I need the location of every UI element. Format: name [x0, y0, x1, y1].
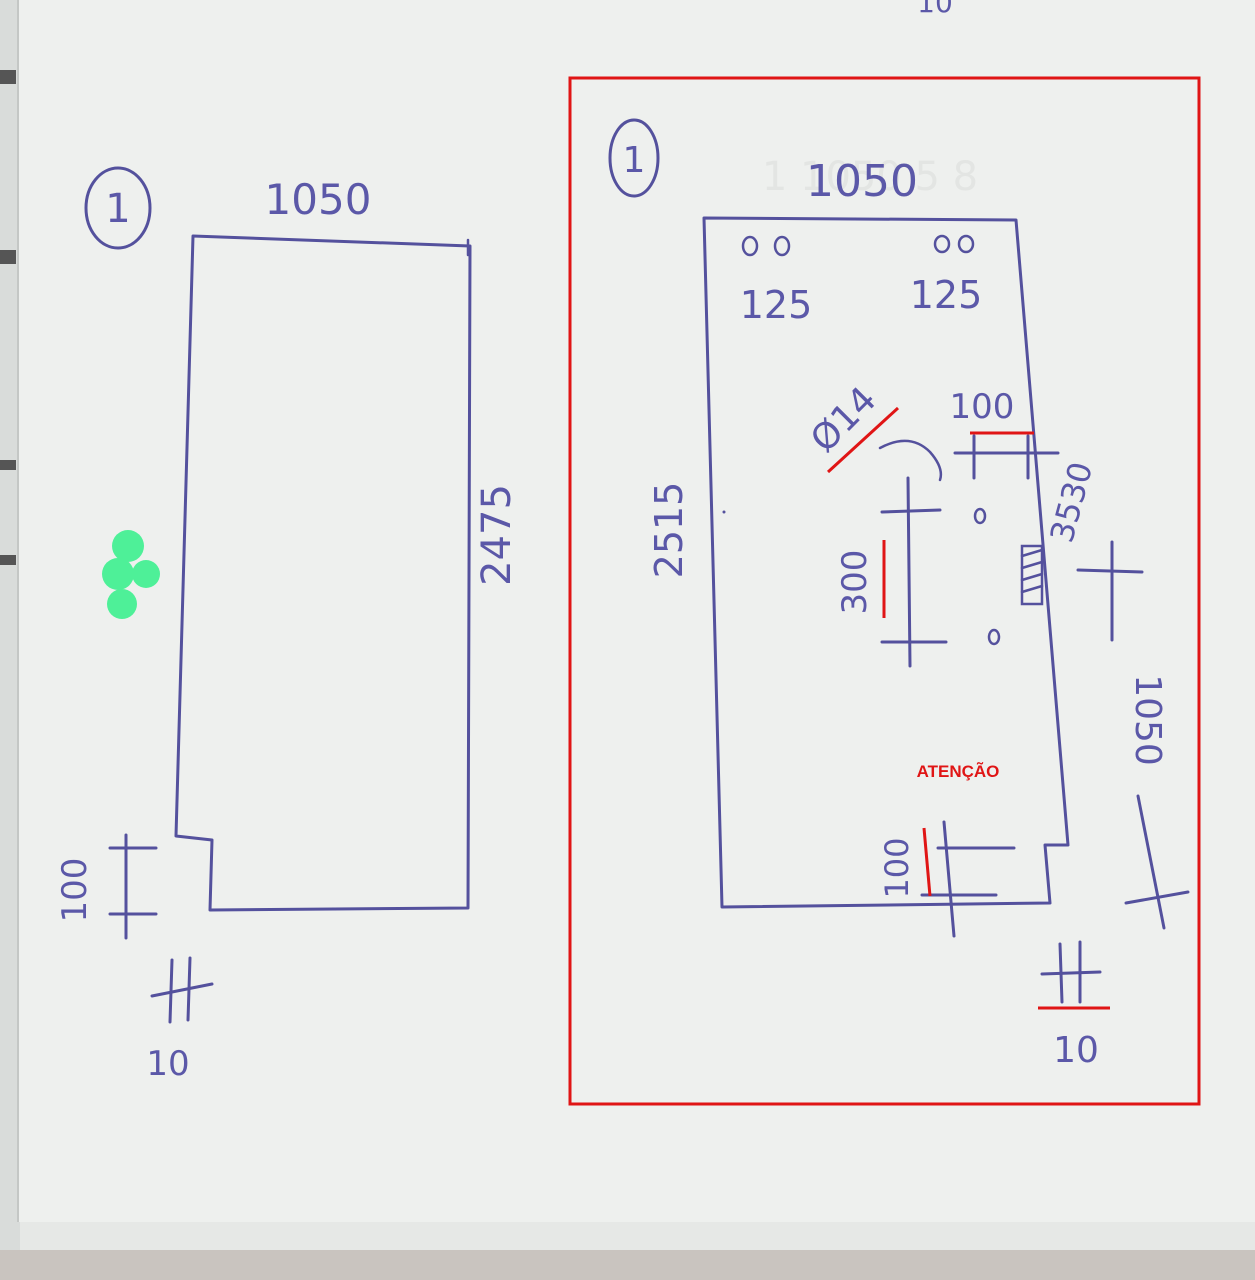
notch-height-line: [942, 820, 956, 938]
diameter-leader: [878, 439, 943, 482]
lock-hole-icon: [973, 507, 987, 525]
lock-hole-icon: [987, 628, 1001, 646]
lock-body-icon: [1020, 544, 1044, 606]
width-dimension-label: 1050: [265, 175, 372, 224]
table-edge: [0, 1250, 1255, 1280]
hole-icon: [933, 234, 951, 254]
notch-height-highlight: [922, 827, 932, 897]
notch-width-label: 10: [1053, 1030, 1099, 1071]
notch-height-label: 100: [55, 858, 95, 923]
binder-tab: [0, 70, 16, 84]
cropped-fragment: 10: [917, 0, 953, 19]
hole-icon: [741, 235, 759, 257]
binder-tab: [0, 250, 16, 264]
left-sketch: 1 1050 2475 100 10: [55, 166, 520, 1084]
hinge-holes-left: [741, 235, 791, 257]
ink-dot: [722, 510, 726, 514]
hole-label-left: 125: [740, 283, 813, 327]
notch-width-crossbar: [150, 982, 214, 998]
height-dimension-label: 2515: [647, 482, 691, 579]
notch-height-label: 100: [878, 837, 916, 898]
green-marker-blob: [102, 530, 160, 619]
slot-tick-top: [880, 508, 942, 514]
ghost-text: 1 1050 5 8: [762, 154, 978, 200]
part-number-circle: [84, 166, 152, 250]
panel-outline: [174, 234, 472, 912]
lower-offset-tick-bottom: [1124, 890, 1190, 905]
lower-offset-line-bottom: [1136, 794, 1166, 930]
height-dimension-label: 2475: [474, 484, 520, 586]
binder-tab: [0, 460, 16, 470]
part-number: 1: [105, 186, 130, 232]
lower-offset-tick-top: [1076, 568, 1144, 574]
notch-width-crossbar: [1040, 970, 1102, 976]
slot-dimension-line: [906, 476, 912, 668]
diameter-highlight: [826, 406, 900, 474]
part-number: 1: [623, 140, 646, 181]
lower-offset-label: 1050: [1127, 674, 1168, 766]
hole-icon: [957, 234, 975, 254]
part-number-circle: [608, 118, 660, 198]
warning-label: ATENÇÃO: [917, 761, 1000, 781]
binder-tab: [0, 555, 16, 565]
hole-icon: [773, 235, 791, 257]
width-dimension-label: 1050: [806, 156, 918, 207]
hinge-holes-right: [933, 234, 975, 254]
hole-label-right: 125: [910, 273, 983, 317]
focus-frame: [568, 76, 1201, 1106]
slot-label: 300: [835, 550, 875, 615]
panel-outline: [702, 216, 1070, 909]
offset-label: 100: [950, 387, 1015, 427]
notch-width-label: 10: [146, 1044, 189, 1084]
